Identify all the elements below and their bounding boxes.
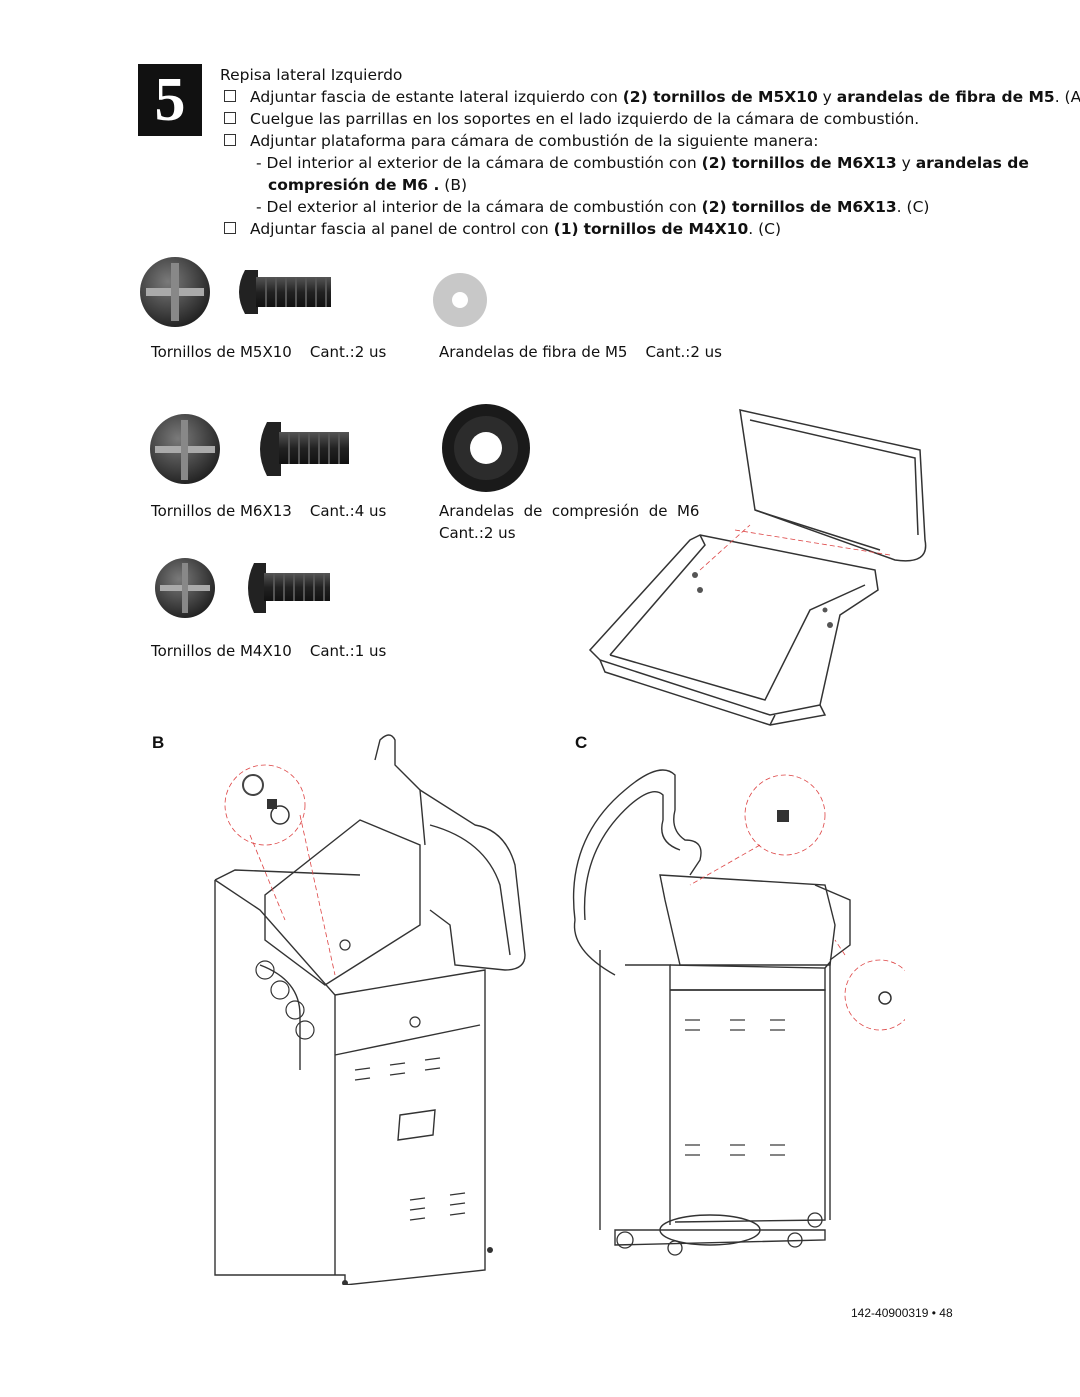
instruction-3: Adjuntar plataforma para cámara de combu… — [218, 130, 1038, 152]
instruction-text: . (C) — [896, 198, 930, 216]
part-name: Arandelas de fibra de M5 — [439, 343, 628, 361]
part-qty: Cant.:4 us — [309, 502, 387, 520]
part-name: Tornillos de M5X10 — [151, 343, 292, 361]
part-name: Tornillos de M4X10 — [151, 642, 292, 660]
part-qty: Cant.:2 us — [439, 524, 516, 542]
instruction-text: - Del exterior al interior de la cámara … — [256, 198, 702, 216]
checkbox-icon[interactable] — [224, 112, 236, 124]
part-qty: Cant.:1 us — [309, 642, 387, 660]
screw-detail-icon — [242, 774, 290, 825]
m6-washer-figure — [442, 404, 530, 492]
instruction-bold: (2) tornillos de M6X13 — [701, 154, 897, 172]
screw-head-icon — [150, 414, 220, 484]
instruction-bold: (2) tornillos de M6X13 — [701, 198, 897, 216]
instruction-bold: compresión de M6 . — [268, 176, 440, 194]
part-qty: Cant.:2 us — [645, 343, 722, 361]
checkbox-icon[interactable] — [224, 134, 236, 146]
grill-diagram-c — [572, 769, 905, 1256]
instruction-text: Adjuntar fascia de estante lateral izqui… — [250, 88, 623, 106]
m6-screw-label: Tornillos de M6X13 Cant.:4 us — [151, 502, 386, 520]
instruction-bold: tornillos de M4X10 — [583, 220, 749, 238]
instruction-bold: arandelas de fibra de M5 — [836, 88, 1055, 106]
instruction-2: Cuelgue las parrillas en los soportes en… — [218, 108, 1038, 130]
instruction-3b: - Del exterior al interior de la cámara … — [218, 196, 1038, 218]
figure-b-label: B — [152, 733, 165, 752]
m6-washer-qty-label: Cant.:2 us — [439, 524, 516, 542]
instruction-text: y — [896, 154, 916, 172]
m4-screw-figure — [155, 558, 330, 618]
screw-head-icon — [140, 257, 210, 327]
grill-diagram-b — [214, 734, 526, 1285]
fiber-washer-icon — [433, 273, 487, 327]
instruction-text: Adjuntar fascia al panel de control con — [250, 220, 554, 238]
screw-head-icon — [155, 558, 215, 618]
m5-screw-figure — [140, 257, 331, 327]
instruction-text: (B) — [439, 176, 468, 194]
section-heading: Repisa lateral Izquierdo — [220, 66, 403, 84]
m5-washer-figure — [433, 273, 487, 327]
instruction-text: . (A) — [1054, 88, 1080, 106]
part-qty: Cant.:2 us — [309, 343, 387, 361]
instruction-text: - Del interior al exterior de la cámara … — [256, 154, 702, 172]
page-footer: 142-40900319 • 48 — [851, 1306, 953, 1320]
checkbox-icon[interactable] — [224, 222, 236, 234]
instruction-3a: - Del interior al exterior de la cámara … — [218, 152, 1038, 174]
instruction-bold: (1) — [553, 220, 579, 238]
screw-side-icon — [248, 563, 330, 613]
m6-washer-label: Arandelas de compresión de M6 — [439, 502, 699, 520]
m4-screw-label: Tornillos de M4X10 Cant.:1 us — [151, 642, 386, 660]
step-number-badge: 5 — [138, 64, 202, 136]
part-name: Tornillos de M6X13 — [151, 502, 292, 520]
checkbox-icon[interactable] — [224, 90, 236, 102]
part-name: Arandelas de compresión de M6 — [439, 502, 700, 520]
instruction-1: Adjuntar fascia de estante lateral izqui… — [218, 86, 1080, 108]
instructions-block: Repisa lateral Izquierdo Adjuntar fascia… — [218, 64, 1080, 240]
m5-washer-label: Arandelas de fibra de M5 Cant.:2 us — [439, 343, 722, 361]
compression-washer-icon — [442, 404, 530, 492]
instruction-bold: arandelas de — [915, 154, 1029, 172]
figure-c-label: C — [575, 733, 588, 752]
instruction-text: . (C) — [748, 220, 782, 238]
step-number: 5 — [154, 66, 186, 134]
instruction-text: Cuelgue las parrillas en los soportes en… — [250, 110, 920, 128]
instruction-text: Adjuntar plataforma para cámara de combu… — [250, 132, 819, 150]
instruction-4: Adjuntar fascia al panel de control con … — [218, 218, 1038, 240]
m6-screw-figure — [150, 414, 349, 484]
screw-side-icon — [239, 270, 331, 314]
instruction-bold: (2) tornillos de M5X10 — [622, 88, 818, 106]
side-shelf-diagram — [588, 409, 927, 726]
screw-side-icon — [260, 422, 349, 476]
instruction-text: y — [817, 88, 837, 106]
m5-screw-label: Tornillos de M5X10 Cant.:2 us — [151, 343, 386, 361]
screw-detail-icon — [777, 810, 892, 1005]
instruction-3a-cont: compresión de M6 . (B) — [218, 174, 1038, 196]
